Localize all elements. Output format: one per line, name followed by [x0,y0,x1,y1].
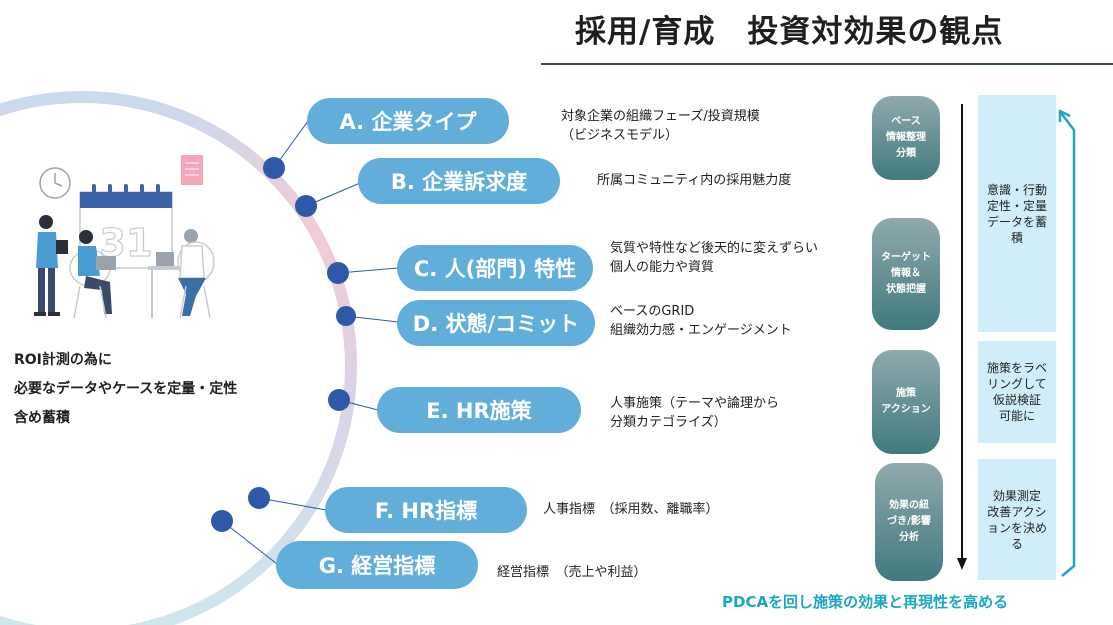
desc-g: 経営指標 （売上や利益） [497,565,647,580]
dot-a [263,157,285,179]
pill-a: A. 企業タイプ [307,98,509,144]
dot-c [327,262,349,284]
step-target-info: ターゲット 情報＆ 状態把握 [872,218,940,330]
dot-f [248,487,270,509]
person-seated-icon [177,229,215,319]
dot-g [211,510,233,532]
document-icon [181,155,203,185]
step-analysis: 効果の紐 づき/影響 分析 [875,463,943,581]
team-illustration: 31 [34,155,215,319]
pill-c: C. 人(部門) 特性 [397,245,593,291]
box-labeling: 施策をラベ リングして 仮説検証 可能に [978,341,1056,443]
pill-b: B. 企業訴求度 [358,158,560,204]
page-title: 採用/育成 投資対効果の観点 [575,14,1004,50]
desk-icon [148,252,192,318]
pill-e: E. HR施策 [377,387,581,433]
desc-d: ベースのGRID 組織効力感・エンゲージメント [610,304,792,338]
ring-dots [211,157,356,532]
dot-b [295,195,317,217]
flow-arrow [957,104,967,570]
dot-d [336,306,356,326]
desc-f: 人事指標 （採用数、離職率） [543,502,719,517]
step-base-info: ベース 情報整理 分類 [872,96,940,180]
dot-e [328,389,350,411]
ring [0,91,357,625]
svg-text:31: 31 [100,221,153,265]
pill-g: G. 経営指標 [276,541,478,589]
box-accumulate: 意識・行動 定性・定量 データを蓄 積 [978,95,1056,332]
roi-description: ROI計測の為に 必要なデータやケースを定量・定性 含め蓄積 [14,352,238,426]
person-standing-icon [34,215,68,316]
clock-icon [39,167,71,199]
person-laptop-icon [69,230,116,319]
pdca-loop-arrow [1058,109,1076,577]
box-measure: 効果測定 改善アクシ ョンを決め る [978,459,1056,580]
connectors [221,120,399,565]
title-underline [541,63,1113,65]
desc-a: 対象企業の組織フェーズ/投資規模 （ビジネスモデル） [561,109,760,143]
desc-c: 気質や特性など後天的に変えずらい 個人の能力や資質 [610,241,819,275]
pill-d: D. 状態/コミット [397,300,595,346]
desc-e: 人事施策（テーマや論理から 分類カテゴライズ） [610,396,780,430]
pdca-caption: PDCAを回し施策の効果と再現性を高める [722,593,1009,611]
pill-f: F. HR指標 [325,487,527,533]
step-action: 施策 アクション [872,350,940,454]
desc-b: 所属コミュニティ内の採用魅力度 [597,173,792,188]
